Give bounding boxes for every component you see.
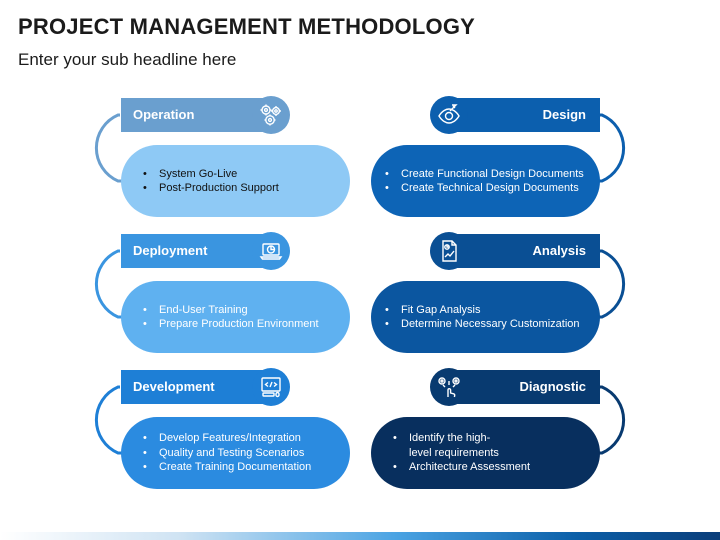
design-list: Create Functional Design Documents Creat…	[383, 167, 584, 196]
operation-header: Operation	[121, 98, 277, 132]
deployment-icon-badge	[252, 232, 290, 270]
analysis-list: Fit Gap Analysis Determine Necessary Cus…	[383, 303, 580, 332]
list-item: Determine Necessary Customization	[383, 317, 580, 332]
deployment-header: Deployment	[121, 234, 277, 268]
design-label: Design	[542, 107, 586, 122]
development-icon-badge	[252, 368, 290, 406]
bottom-accent-bar	[0, 532, 720, 540]
deployment-card: End-User Training Prepare Production Env…	[121, 281, 350, 353]
laptop-chart-icon	[259, 243, 283, 260]
analysis-label: Analysis	[532, 243, 586, 258]
list-item: Architecture Assessment	[391, 460, 530, 475]
operation-list: System Go-Live Post-Production Support	[141, 167, 279, 196]
design-icon-badge	[430, 96, 468, 134]
analysis-header: Analysis	[444, 234, 600, 268]
report-chart-icon	[442, 240, 457, 262]
page-title: PROJECT MANAGEMENT METHODOLOGY	[18, 14, 476, 39]
development-header: Development	[121, 370, 277, 404]
diagnostic-card: Identify the high- level requirements Ar…	[371, 417, 600, 489]
list-item: System Go-Live	[141, 167, 279, 182]
list-item: Fit Gap Analysis	[383, 303, 580, 318]
deployment-list: End-User Training Prepare Production Env…	[141, 303, 319, 332]
eye-design-icon	[438, 104, 460, 124]
design-header: Design	[444, 98, 600, 132]
diagnostic-label: Diagnostic	[519, 379, 586, 394]
list-item: Create Training Documentation	[141, 460, 311, 475]
operation-label: Operation	[133, 107, 195, 122]
deployment-label: Deployment	[133, 243, 208, 258]
diagnostic-list: Identify the high- level requirements Ar…	[391, 431, 530, 475]
development-label: Development	[133, 379, 215, 394]
operation-card: System Go-Live Post-Production Support	[121, 145, 350, 217]
list-item: Create Functional Design Documents	[383, 167, 584, 182]
list-item-continuation: level requirements	[409, 446, 499, 459]
diagnostic-header: Diagnostic	[444, 370, 600, 404]
development-list: Develop Features/Integration Quality and…	[141, 431, 311, 475]
development-card: Develop Features/Integration Quality and…	[121, 417, 350, 489]
list-item: End-User Training	[141, 303, 319, 318]
operation-icon-badge	[252, 96, 290, 134]
code-monitor-icon	[261, 377, 281, 398]
list-item: level requirements	[391, 445, 530, 461]
list-item: Quality and Testing Scenarios	[141, 446, 311, 461]
list-item: Post-Production Support	[141, 181, 279, 196]
list-item: Create Technical Design Documents	[383, 181, 584, 196]
list-item: Develop Features/Integration	[141, 431, 311, 446]
list-item: Prepare Production Environment	[141, 317, 319, 332]
gears-icon	[260, 104, 281, 126]
analysis-icon-badge	[430, 232, 468, 270]
list-item: Identify the high-	[391, 431, 530, 446]
touch-gears-icon	[438, 377, 460, 398]
diagnostic-icon-badge	[430, 368, 468, 406]
analysis-card: Fit Gap Analysis Determine Necessary Cus…	[371, 281, 600, 353]
page-subtitle: Enter your sub headline here	[18, 50, 237, 69]
design-card: Create Functional Design Documents Creat…	[371, 145, 600, 217]
